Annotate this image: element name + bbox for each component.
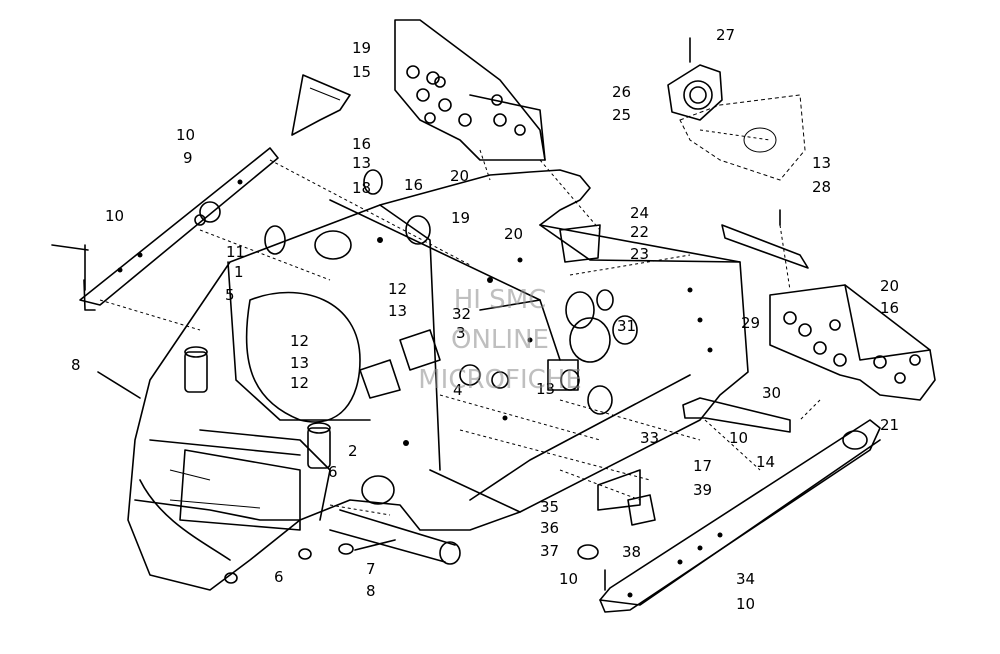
callout-29: 30 [762, 384, 781, 402]
callout-10b: 10 [105, 207, 124, 225]
callout-28: 29 [741, 314, 760, 332]
callout-16c: 17 [693, 457, 712, 475]
callout-19a: 19 [352, 39, 371, 57]
callout-38: 39 [693, 481, 712, 499]
callout-6a: 6 [328, 463, 338, 481]
upper-footrest [394, 19, 546, 161]
callout-15: 16 [352, 135, 371, 153]
callout-1: 1 [234, 263, 244, 281]
callout-13a: 13 [352, 154, 371, 172]
callout-9: 9 [183, 149, 193, 167]
callout-2: 2 [348, 442, 358, 460]
watermark: HI SMC ONLINE MICROFICHE [418, 285, 582, 395]
callout-24: 25 [612, 106, 631, 124]
callout-20a: 20 [450, 167, 469, 185]
callout-14: 15 [352, 63, 371, 81]
small-hardware [51, 37, 781, 591]
callout-6b: 6 [274, 568, 284, 586]
callout-26: 27 [716, 26, 735, 44]
callout-11: 11 [226, 243, 245, 261]
callout-13d: 13 [536, 380, 555, 398]
watermark-line-2: ONLINE [451, 325, 549, 355]
callout-10c: 10 [729, 429, 748, 447]
callout-12a: 12 [388, 280, 407, 298]
callout-10a: 10 [176, 126, 195, 144]
callout-4: 4 [453, 381, 463, 399]
callout-17: 18 [352, 179, 371, 197]
cover-panel [291, 74, 351, 136]
callout-21: 22 [630, 223, 649, 241]
callout-23: 24 [630, 204, 649, 222]
callout-35: 36 [540, 519, 559, 537]
callout-13c: 13 [290, 354, 309, 372]
callout-30: 31 [617, 317, 636, 335]
callout-12b: 12 [290, 332, 309, 350]
callout-labels: 1 2 3 4 5 6 6 7 8 8 9 10 10 10 10 10 11 … [71, 26, 899, 613]
callout-31: 32 [452, 305, 471, 323]
callout-8a: 8 [71, 356, 81, 374]
callout-13f: 14 [756, 453, 775, 471]
callout-20b: 20 [504, 225, 523, 243]
callout-20c: 21 [880, 416, 899, 434]
front-brace [79, 147, 279, 311]
callout-37: 38 [622, 543, 641, 561]
callout-22: 23 [630, 245, 649, 263]
watermark-line-3: MICROFICHE [418, 365, 582, 395]
callout-3: 3 [456, 324, 466, 342]
callout-13b: 13 [388, 302, 407, 320]
callout-27: 28 [812, 178, 831, 196]
callout-32: 33 [640, 429, 659, 447]
leader-lines [99, 129, 821, 516]
callout-25: 26 [612, 83, 631, 101]
bearing-housing [667, 64, 806, 181]
side-rail [599, 419, 881, 613]
callout-18: 19 [451, 209, 470, 227]
lower-footrest [721, 224, 936, 401]
watermark-line-1: HI SMC [454, 285, 547, 315]
callout-19b: 20 [880, 277, 899, 295]
callout-12c: 12 [290, 374, 309, 392]
callout-7: 7 [366, 560, 376, 578]
callout-16a: 16 [404, 176, 423, 194]
callout-34: 35 [540, 498, 559, 516]
callout-10d: 10 [559, 570, 578, 588]
callout-8b: 8 [366, 582, 376, 600]
callout-5: 5 [225, 286, 235, 304]
callout-33: 34 [736, 570, 755, 588]
callout-13e: 13 [812, 154, 831, 172]
cross-brace [682, 397, 791, 433]
callout-16b: 16 [880, 299, 899, 317]
chassis-frame [127, 169, 749, 591]
callout-10e: 10 [736, 595, 755, 613]
callout-36: 37 [540, 542, 559, 560]
